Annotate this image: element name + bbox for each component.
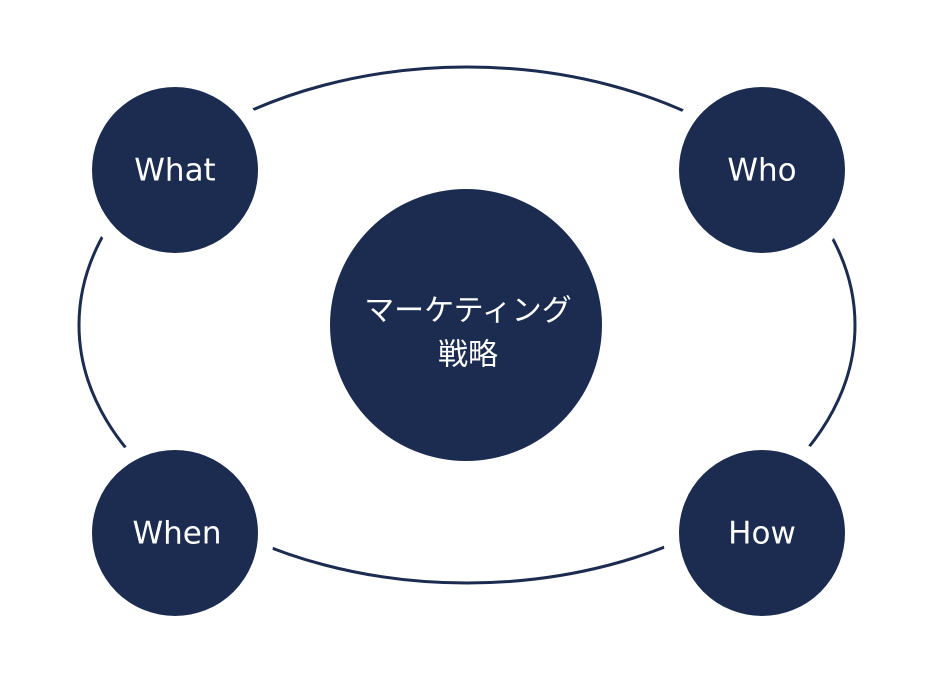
node-what-label: What xyxy=(134,153,215,189)
center-label-line1: マーケティング xyxy=(364,294,572,329)
center-node: マーケティング 戦略 xyxy=(330,189,602,461)
center-label-line2: 戦略 xyxy=(438,338,498,373)
node-who-label: Who xyxy=(727,153,796,189)
node-how: How xyxy=(663,434,861,632)
node-when-label: When xyxy=(132,516,221,552)
node-what: What xyxy=(76,71,274,269)
node-who: Who xyxy=(663,71,861,269)
node-when: When xyxy=(76,434,274,632)
node-how-label: How xyxy=(728,516,796,552)
connecting-ellipse xyxy=(77,65,857,585)
